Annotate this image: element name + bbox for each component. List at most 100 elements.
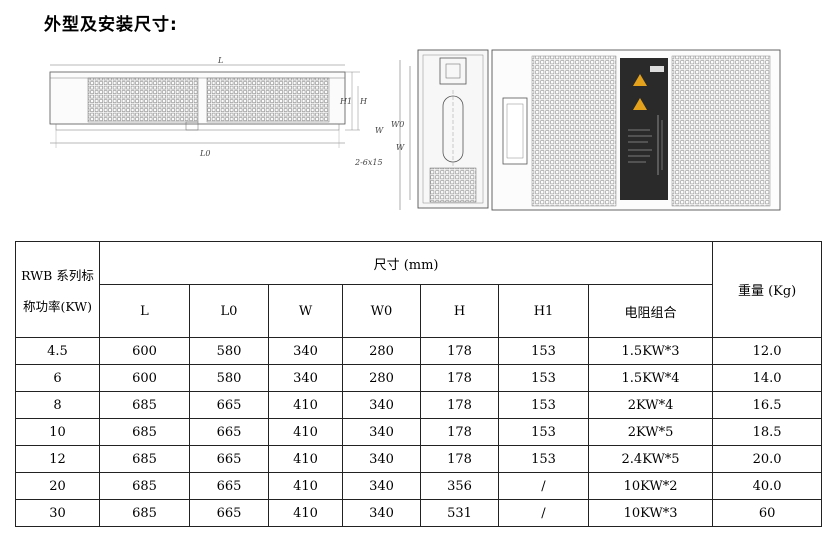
holes-label: 2-6x15 [354, 158, 383, 167]
cell-weight: 16.5 [712, 391, 823, 419]
cell-L0: 580 [189, 364, 269, 392]
cell-power: 4.5 [15, 337, 100, 365]
table-row: 12 685 665 410 340 178 153 2.4KW*5 20.0 [15, 445, 823, 473]
cell-H1: 153 [498, 337, 589, 365]
cell-H1: 153 [498, 364, 589, 392]
cell-power: 10 [15, 418, 100, 446]
cell-L0: 665 [189, 391, 269, 419]
cell-L0: 665 [189, 499, 269, 527]
cell-H: 531 [420, 499, 499, 527]
table-row: 10 685 665 410 340 178 153 2KW*5 18.5 [15, 418, 823, 446]
page-title: 外型及安装尺寸: [44, 15, 178, 35]
cell-W: 410 [268, 418, 343, 446]
cell-resistor: 10KW*3 [587, 499, 714, 527]
cell-H1: / [498, 472, 589, 500]
cell-L: 685 [99, 418, 190, 446]
cell-power: 30 [15, 499, 100, 527]
front-panel-view [491, 49, 781, 211]
cell-resistor: 2KW*5 [587, 418, 714, 446]
cell-W0: 340 [342, 499, 421, 527]
series-header: RWB 系列标 称功率(KW) [15, 241, 100, 338]
cell-L0: 665 [189, 418, 269, 446]
dim-H1-label: H1 [339, 97, 352, 106]
cell-H: 178 [420, 337, 499, 365]
cell-L: 685 [99, 499, 190, 527]
cell-H1: 153 [498, 445, 589, 473]
col-header-W0: W0 [342, 284, 421, 338]
cell-W: 410 [268, 499, 343, 527]
cell-W: 410 [268, 472, 343, 500]
weight-header: 重量 (Kg) [712, 241, 823, 338]
col-header-L0: L0 [189, 284, 269, 338]
cell-power: 20 [15, 472, 100, 500]
cell-W: 340 [268, 337, 343, 365]
spec-table: RWB 系列标 称功率(KW) 尺寸 (mm) 重量 (Kg) L L0 W W… [15, 241, 823, 527]
cell-W: 410 [268, 445, 343, 473]
dim-W0-label: W0 [391, 120, 404, 129]
cell-W0: 280 [342, 337, 421, 365]
cell-H: 356 [420, 472, 499, 500]
warning-icon [633, 74, 647, 86]
table-row: 30 685 665 410 340 531 / 10KW*3 60 [15, 499, 823, 527]
series-header-line2: 称功率(KW) [23, 298, 92, 314]
col-header-resistor: 电阻组合 [587, 284, 714, 338]
table-row: 6 600 580 340 280 178 153 1.5KW*4 14.0 [15, 364, 823, 392]
cell-W: 340 [268, 364, 343, 392]
cell-W0: 340 [342, 472, 421, 500]
cell-H1: 153 [498, 418, 589, 446]
cell-H: 178 [420, 445, 499, 473]
cell-resistor: 10KW*2 [587, 472, 714, 500]
cell-W0: 340 [342, 418, 421, 446]
cell-H1: / [498, 499, 589, 527]
col-header-W: W [268, 284, 343, 338]
cell-weight: 12.0 [712, 337, 823, 365]
header-row-1: RWB 系列标 称功率(KW) 尺寸 (mm) 重量 (Kg) [15, 241, 823, 338]
table-row: 8 685 665 410 340 178 153 2KW*4 16.5 [15, 391, 823, 419]
cell-H1: 153 [498, 391, 589, 419]
cell-weight: 20.0 [712, 445, 823, 473]
cell-resistor: 2.4KW*5 [587, 445, 714, 473]
cell-W0: 280 [342, 364, 421, 392]
dim-L-label: L [217, 56, 223, 65]
nameplate [620, 58, 668, 200]
dimensions-header: 尺寸 (mm) [98, 241, 714, 285]
cell-power: 6 [15, 364, 100, 392]
cell-L: 600 [99, 337, 190, 365]
caution-icon [633, 98, 647, 110]
col-header-H: H [420, 284, 499, 338]
col-header-L: L [99, 284, 190, 338]
cell-weight: 60 [712, 499, 823, 527]
cell-L0: 665 [189, 472, 269, 500]
cell-L: 685 [99, 472, 190, 500]
cell-weight: 14.0 [712, 364, 823, 392]
cell-power: 12 [15, 445, 100, 473]
cell-power: 8 [15, 391, 100, 419]
cell-H: 178 [420, 418, 499, 446]
side-view: L H1 H L0 W [49, 56, 384, 158]
cell-H: 178 [420, 391, 499, 419]
cell-L: 600 [99, 364, 190, 392]
dim-L0-label: L0 [199, 149, 210, 158]
cell-L0: 665 [189, 445, 269, 473]
table-row: 20 685 665 410 340 356 / 10KW*2 40.0 [15, 472, 823, 500]
cell-H: 178 [420, 364, 499, 392]
cell-L: 685 [99, 391, 190, 419]
cell-W0: 340 [342, 445, 421, 473]
dim-W-side-label: W [375, 126, 384, 135]
header-row-2: L L0 W W0 H H1 电阻组合 [16, 284, 822, 338]
end-view: W W0 2-6x15 [354, 49, 489, 210]
cell-resistor: 2KW*4 [587, 391, 714, 419]
series-header-line1: RWB 系列标 [21, 267, 94, 283]
dim-H-label: H [359, 97, 368, 106]
cell-weight: 40.0 [712, 472, 823, 500]
cell-L0: 580 [189, 337, 269, 365]
cell-W0: 340 [342, 391, 421, 419]
col-header-H1: H1 [498, 284, 589, 338]
cell-weight: 18.5 [712, 418, 823, 446]
cell-W: 410 [268, 391, 343, 419]
dim-W-label: W [396, 143, 405, 152]
dimension-drawing: L H1 H L0 W W W0 2-6x15 [49, 49, 781, 211]
cell-resistor: 1.5KW*4 [587, 364, 714, 392]
cell-resistor: 1.5KW*3 [587, 337, 714, 365]
table-row: 4.5 600 580 340 280 178 153 1.5KW*3 12.0 [15, 337, 823, 365]
